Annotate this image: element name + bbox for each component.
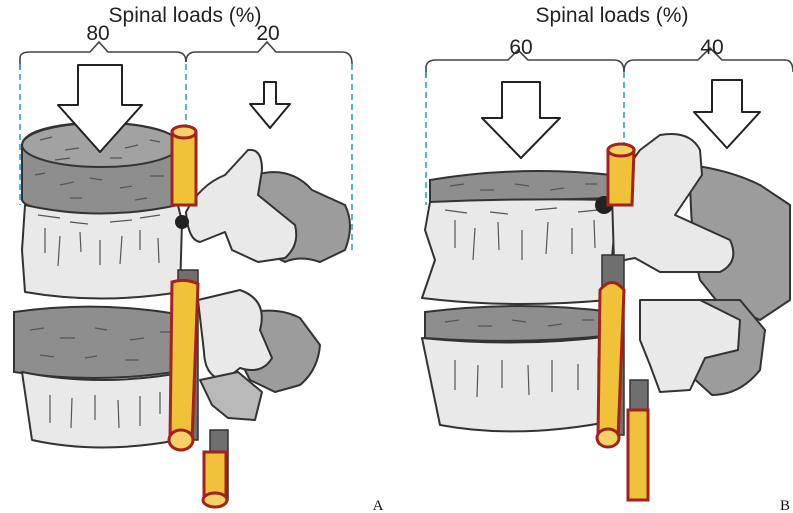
panel-a-nerve-lower xyxy=(204,452,226,498)
panel-a-right-bracket xyxy=(186,42,352,64)
panel-a-left-load: 80 xyxy=(86,22,109,45)
panel-a-spinous-process xyxy=(198,290,272,380)
panel-a-foramen xyxy=(175,215,189,229)
panel-b-lower-vertebra xyxy=(422,336,618,431)
panel-b-nerve-root-end xyxy=(597,429,619,447)
panel-b-load-arrow-right xyxy=(694,80,760,148)
panel-a-title: Spinal loads (%) xyxy=(109,4,262,27)
panel-b-nerve-upper xyxy=(608,150,634,205)
panel-b-lower-disc xyxy=(425,306,614,341)
panel-a-lower-vertebra xyxy=(22,372,186,448)
panel-b: Spinal loads (%) 60 40 xyxy=(422,4,793,513)
panel-b-nerve-lower xyxy=(628,410,648,500)
panel-b-left-load: 60 xyxy=(509,36,532,59)
panel-a-lower-disc xyxy=(14,307,186,378)
panel-b-nerve-upper-end xyxy=(608,144,634,156)
panel-a-nerve-upper-end xyxy=(172,126,196,138)
panel-b-right-load: 40 xyxy=(700,36,723,59)
panel-b-upper-vertebra xyxy=(422,199,615,304)
panel-b-title: Spinal loads (%) xyxy=(536,4,689,27)
panel-a-label: A xyxy=(373,498,384,513)
panel-a-right-load: 20 xyxy=(256,22,279,45)
panel-b-nerve-root xyxy=(598,283,624,439)
panel-a-nerve-root-end xyxy=(169,430,193,450)
panel-a-nerve-upper xyxy=(172,132,196,205)
panel-a: Spinal loads (%) 80 20 xyxy=(14,4,384,513)
panel-a-nerve-root xyxy=(170,280,198,440)
panel-a-load-arrow-small xyxy=(250,82,290,128)
panel-a-nerve-lower-end xyxy=(203,493,227,507)
panel-b-label: B xyxy=(780,498,790,513)
panel-b-load-arrow-left xyxy=(482,82,560,158)
